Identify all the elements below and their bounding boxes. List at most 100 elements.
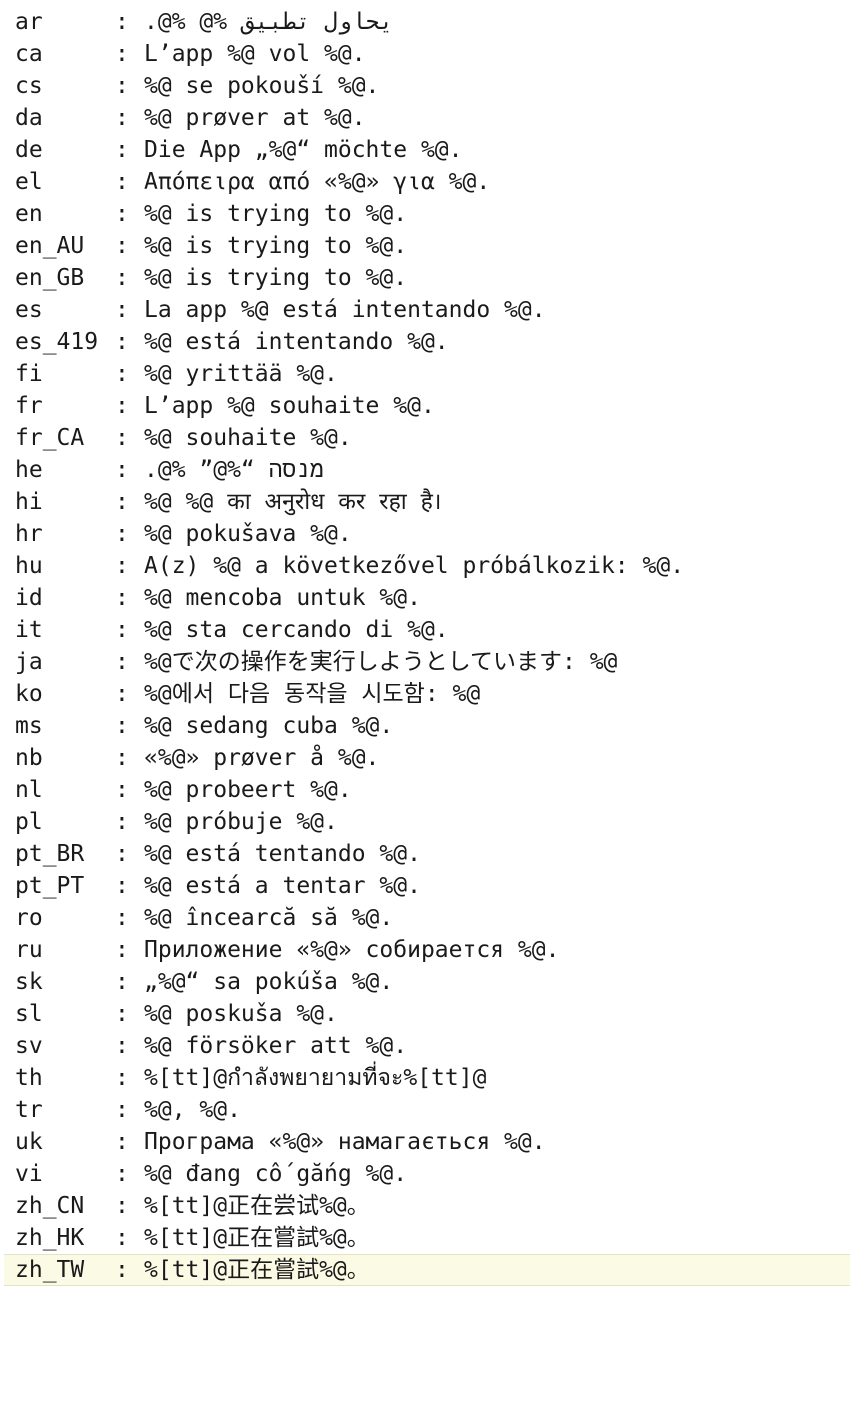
text-editor[interactable]: ar : يحاول تطبيق %@ %@. ca : L’app %@ vo… xyxy=(0,6,850,1286)
separator: : xyxy=(115,233,129,259)
localization-line[interactable]: es_419 : %@ está intentando %@. xyxy=(0,326,850,358)
localization-line[interactable]: pl : %@ próbuje %@. xyxy=(0,806,850,838)
localization-line[interactable]: nb : «%@» prøver å %@. xyxy=(0,742,850,774)
localization-line[interactable]: nl : %@ probeert %@. xyxy=(0,774,850,806)
localization-line[interactable]: es : La app %@ está intentando %@. xyxy=(0,294,850,326)
locale-code: cs xyxy=(15,73,43,99)
localization-line[interactable]: hr : %@ pokušava %@. xyxy=(0,518,850,550)
separator: : xyxy=(115,617,129,643)
locale-code: pl xyxy=(15,809,43,835)
locale-code: pt_BR xyxy=(15,841,85,867)
localization-line[interactable]: sv : %@ försöker att %@. xyxy=(0,1030,850,1062)
locale-code: es xyxy=(15,297,43,323)
localization-line[interactable]: fi : %@ yrittää %@. xyxy=(0,358,850,390)
locale-code: uk xyxy=(15,1129,43,1155)
localized-string: %[tt]@กำลังพยายามที่จะ%[tt]@ xyxy=(144,1065,487,1091)
localization-line[interactable]: vi : %@ đang cố gắng %@. xyxy=(0,1158,850,1190)
separator: : xyxy=(115,969,129,995)
locale-code: ja xyxy=(15,649,43,675)
locale-code: vi xyxy=(15,1161,43,1187)
localized-string: Απόπειρα από «%@» για %@. xyxy=(144,169,491,195)
localization-line[interactable]: it : %@ sta cercando di %@. xyxy=(0,614,850,646)
locale-code: hr xyxy=(15,521,43,547)
localization-line[interactable]: en : %@ is trying to %@. xyxy=(0,198,850,230)
locale-code: zh_HK xyxy=(15,1225,85,1251)
localized-string: %@ se pokouší %@. xyxy=(144,73,380,99)
localization-line[interactable]: fr : L’app %@ souhaite %@. xyxy=(0,390,850,422)
locale-code: en xyxy=(15,201,43,227)
localization-line[interactable]: ru : Приложение «%@» собирается %@. xyxy=(0,934,850,966)
locale-code: zh_CN xyxy=(15,1193,85,1219)
localization-line[interactable]: fr_CA : %@ souhaite %@. xyxy=(0,422,850,454)
localized-string: %@ is trying to %@. xyxy=(144,201,408,227)
current-line-highlight[interactable]: zh_TW : %[tt]@正在嘗試%@。 xyxy=(4,1254,850,1286)
locale-code: en_AU xyxy=(15,233,85,259)
localized-string: %@에서 다음 동작을 시도함: %@ xyxy=(144,681,481,707)
localization-line[interactable]: zh_CN : %[tt]@正在尝试%@。 xyxy=(0,1190,850,1222)
locale-code: it xyxy=(15,617,43,643)
localization-line[interactable]: en_AU : %@ is trying to %@. xyxy=(0,230,850,262)
localized-string: %@ está intentando %@. xyxy=(144,329,449,355)
localization-line[interactable]: ko : %@에서 다음 동작을 시도함: %@ xyxy=(0,678,850,710)
separator: : xyxy=(115,937,129,963)
locale-code: hu xyxy=(15,553,43,579)
localization-line[interactable]: cs : %@ se pokouší %@. xyxy=(0,70,850,102)
separator: : xyxy=(115,1193,129,1219)
separator: : xyxy=(115,553,129,579)
localization-line[interactable]: da : %@ prøver at %@. xyxy=(0,102,850,134)
separator: : xyxy=(115,393,129,419)
localized-string: %@ sedang cuba %@. xyxy=(144,713,394,739)
separator: : xyxy=(115,745,129,771)
localized-string: %@ prøver at %@. xyxy=(144,105,366,131)
localized-string: L’app %@ souhaite %@. xyxy=(144,393,435,419)
separator: : xyxy=(115,1225,129,1251)
separator: : xyxy=(115,169,129,195)
separator: : xyxy=(115,425,129,451)
localization-line[interactable]: zh_HK : %[tt]@正在嘗試%@。 xyxy=(0,1222,850,1254)
localized-string: %@ probeert %@. xyxy=(144,777,352,803)
locale-code: pt_PT xyxy=(15,873,85,899)
localization-line[interactable]: ja : %@で次の操作を実行しようとしています: %@ xyxy=(0,646,850,678)
localized-string: %@ está a tentar %@. xyxy=(144,873,421,899)
localization-line[interactable]: pt_PT : %@ está a tentar %@. xyxy=(0,870,850,902)
separator: : xyxy=(115,777,129,803)
localization-line[interactable]: pt_BR : %@ está tentando %@. xyxy=(0,838,850,870)
locale-code: nl xyxy=(15,777,43,803)
locale-code: ca xyxy=(15,41,43,67)
localization-line[interactable]: id : %@ mencoba untuk %@. xyxy=(0,582,850,614)
separator: : xyxy=(115,1129,129,1155)
separator: : xyxy=(115,265,129,291)
localized-string: %[tt]@正在嘗試%@。 xyxy=(144,1257,370,1283)
localized-string: %@ %@ का अनुरोध कर रहा है। xyxy=(144,489,442,515)
localized-string: %@ souhaite %@. xyxy=(144,425,352,451)
localization-line[interactable]: el : Απόπειρα από «%@» για %@. xyxy=(0,166,850,198)
localization-line[interactable]: sl : %@ poskuša %@. xyxy=(0,998,850,1030)
localization-line[interactable]: he : מנסה “%@” %@. xyxy=(0,454,850,486)
locale-code: sv xyxy=(15,1033,43,1059)
localization-line[interactable]: ar : يحاول تطبيق %@ %@. xyxy=(0,6,850,38)
localization-line[interactable]: ms : %@ sedang cuba %@. xyxy=(0,710,850,742)
separator: : xyxy=(115,297,129,323)
localization-line[interactable]: uk : Програма «%@» намагається %@. xyxy=(0,1126,850,1158)
locale-code: es_419 xyxy=(15,329,99,355)
separator: : xyxy=(115,105,129,131)
localization-line[interactable]: hu : A(z) %@ a következővel próbálkozik:… xyxy=(0,550,850,582)
separator: : xyxy=(115,873,129,899)
localization-line[interactable]: en_GB : %@ is trying to %@. xyxy=(0,262,850,294)
separator: : xyxy=(115,361,129,387)
localization-line[interactable]: th : %[tt]@กำลังพยายามที่จะ%[tt]@ xyxy=(0,1062,850,1094)
localization-line[interactable]: ca : L’app %@ vol %@. xyxy=(0,38,850,70)
localization-line[interactable]: ro : %@ încearcă să %@. xyxy=(0,902,850,934)
localized-string: %@ sta cercando di %@. xyxy=(144,617,449,643)
localization-line[interactable]: hi : %@ %@ का अनुरोध कर रहा है। xyxy=(0,486,850,518)
locale-code: en_GB xyxy=(15,265,85,291)
separator: : xyxy=(115,41,129,67)
separator: : xyxy=(115,905,129,931)
localized-string: %@ próbuje %@. xyxy=(144,809,338,835)
localization-line[interactable]: de : Die App „%@“ möchte %@. xyxy=(0,134,850,166)
localization-line[interactable]: sk : „%@“ sa pokúša %@. xyxy=(0,966,850,998)
locale-code: fi xyxy=(15,361,43,387)
separator: : xyxy=(115,1097,129,1123)
separator: : xyxy=(115,137,129,163)
localization-line[interactable]: tr : %@, %@. xyxy=(0,1094,850,1126)
